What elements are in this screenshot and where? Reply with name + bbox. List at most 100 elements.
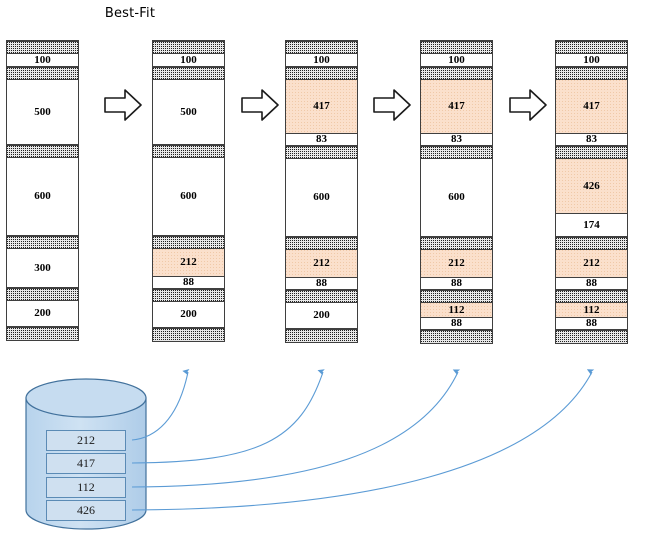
occupied-band: [7, 327, 78, 340]
occupied-band: [556, 237, 627, 250]
allocated-block: 417: [556, 80, 627, 134]
queue-item[interactable]: 426: [46, 500, 126, 521]
block-size-label: 100: [448, 54, 465, 66]
block-arrow-right-icon: [241, 89, 279, 121]
occupied-band: [7, 288, 78, 301]
block-size-label: 88: [586, 278, 597, 289]
block-size-label: 100: [34, 54, 51, 66]
block-size-label: 112: [583, 303, 600, 316]
occupied-band: [556, 146, 627, 159]
block-size-label: 88: [451, 278, 462, 289]
block-size-label: 83: [451, 134, 462, 145]
block-size-label: 600: [313, 191, 330, 203]
occupied-band: [153, 145, 224, 158]
occupied-band: [153, 41, 224, 54]
block-size-label: 88: [451, 318, 462, 329]
free-block: 100: [556, 54, 627, 67]
block-size-label: 212: [448, 257, 465, 269]
step-arrow-4: [508, 88, 548, 122]
allocated-block: 212: [556, 250, 627, 278]
allocated-block: 417: [286, 80, 357, 134]
block-size-label: 200: [34, 307, 51, 319]
block-size-label: 212: [180, 256, 197, 268]
block-size-label: 200: [180, 308, 197, 320]
block-size-label: 200: [313, 309, 330, 321]
block-size-label: 417: [583, 100, 600, 112]
free-block: 300: [7, 249, 78, 288]
block-size-label: 112: [448, 303, 465, 316]
free-block: 88: [556, 278, 627, 290]
memory-state-after-426: 100 417 83 426 174 212 88 112 88: [555, 40, 628, 344]
memory-state-initial: 100 500 600 300 200: [6, 40, 79, 341]
occupied-band: [421, 41, 492, 54]
free-block: 100: [153, 54, 224, 67]
block-size-label: 600: [180, 190, 197, 202]
occupied-band: [421, 330, 492, 343]
free-block: 200: [153, 302, 224, 328]
connector-112: [131, 369, 461, 488]
free-block: 83: [286, 134, 357, 146]
occupied-band: [7, 67, 78, 80]
allocated-block: 417: [421, 80, 492, 134]
block-arrow-right-icon: [104, 89, 142, 121]
block-size-label: 88: [586, 318, 597, 329]
occupied-band: [286, 146, 357, 159]
step-arrow-1: [103, 88, 143, 122]
free-block: 600: [286, 159, 357, 237]
free-block: 88: [153, 277, 224, 289]
block-size-label: 300: [34, 261, 51, 274]
allocated-block: 112: [421, 303, 492, 318]
block-size-label: 500: [34, 105, 51, 118]
block-size-label: 88: [316, 278, 327, 289]
occupied-band: [286, 290, 357, 303]
occupied-band: [556, 330, 627, 343]
free-block: 83: [556, 134, 627, 146]
occupied-band: [286, 41, 357, 54]
occupied-band: [286, 237, 357, 250]
occupied-band: [7, 236, 78, 249]
occupied-band: [286, 67, 357, 80]
block-size-label: 83: [316, 134, 327, 145]
block-size-label: 100: [583, 54, 600, 66]
block-arrow-right-icon: [509, 89, 547, 121]
allocated-block: 426: [556, 159, 627, 214]
queue-item-size: 417: [77, 456, 95, 470]
block-size-label: 100: [313, 54, 330, 66]
queue-item[interactable]: 212: [46, 430, 126, 451]
step-arrow-2: [240, 88, 280, 122]
free-block: 500: [7, 80, 78, 145]
block-size-label: 426: [583, 179, 600, 192]
block-size-label: 83: [586, 134, 597, 145]
free-block: 100: [286, 54, 357, 67]
allocated-block: 212: [286, 250, 357, 278]
occupied-band: [556, 41, 627, 54]
free-block: 600: [7, 158, 78, 236]
occupied-band: [421, 237, 492, 250]
free-block: 100: [421, 54, 492, 67]
block-size-label: 417: [448, 100, 465, 112]
occupied-band: [421, 290, 492, 303]
occupied-band: [153, 236, 224, 249]
occupied-band: [286, 329, 357, 342]
queue-item[interactable]: 417: [46, 453, 126, 474]
free-block: 200: [7, 301, 78, 327]
free-block: 88: [286, 278, 357, 290]
block-size-label: 600: [448, 191, 465, 203]
occupied-band: [153, 67, 224, 80]
occupied-band: [421, 146, 492, 159]
queue-item[interactable]: 112: [46, 477, 126, 498]
block-size-label: 212: [583, 257, 600, 269]
free-block: 88: [421, 278, 492, 290]
block-arrow-right-icon: [373, 89, 411, 121]
free-block: 200: [286, 303, 357, 329]
block-size-label: 174: [583, 218, 600, 231]
page-title: Best-Fit: [104, 6, 156, 21]
free-block: 88: [556, 318, 627, 330]
free-block: 500: [153, 80, 224, 145]
free-block: 600: [153, 158, 224, 236]
free-block: 100: [7, 54, 78, 67]
connector-417: [131, 369, 325, 464]
queue-item-size: 212: [77, 433, 95, 447]
occupied-band: [421, 67, 492, 80]
